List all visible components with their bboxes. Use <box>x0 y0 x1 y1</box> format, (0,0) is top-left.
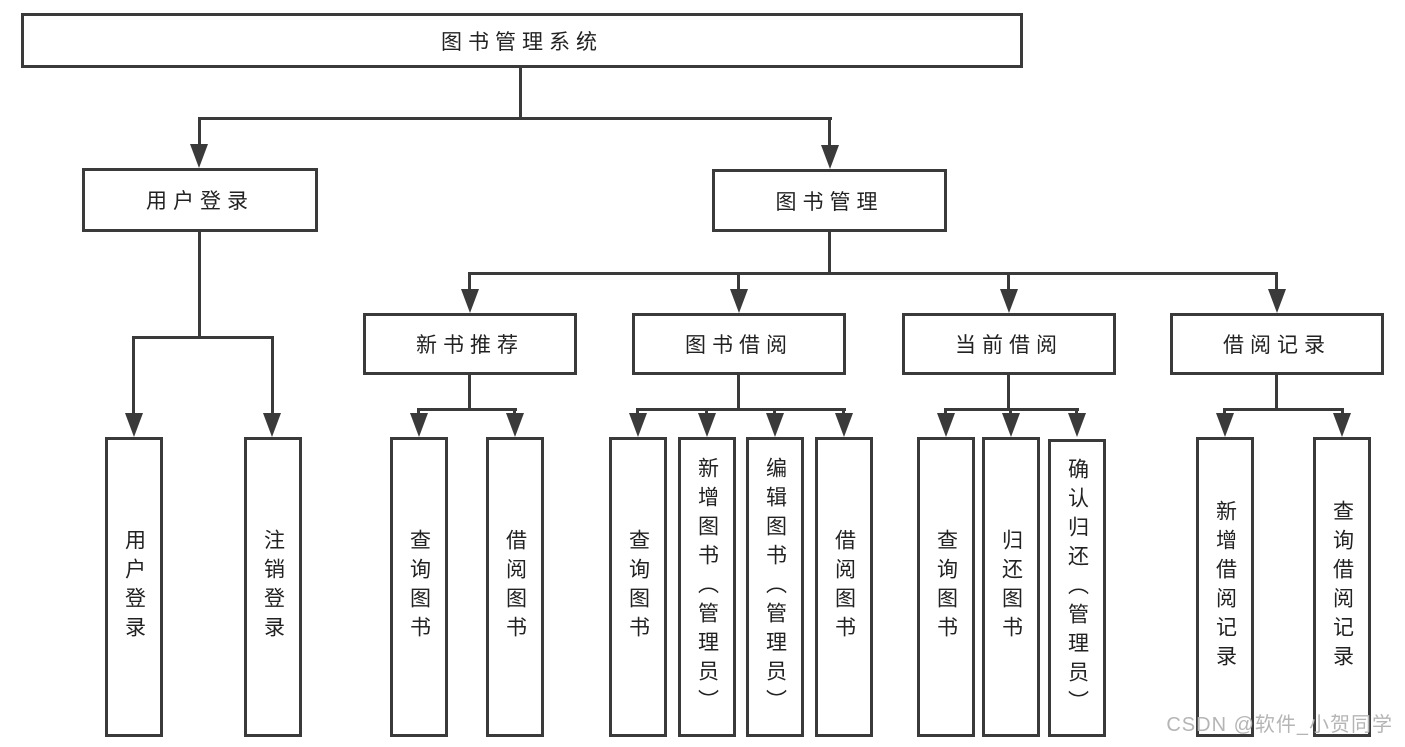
arrowhead <box>835 413 853 437</box>
connector-vline <box>737 375 740 411</box>
node-book-management: 图书管理 <box>712 169 947 232</box>
arrowhead <box>730 289 748 313</box>
leaf-recommend-query-books: 查询图书 <box>390 437 448 737</box>
arrowhead <box>1268 289 1286 313</box>
arrowhead <box>1068 413 1086 437</box>
arrowhead <box>263 413 281 437</box>
arrowhead <box>125 413 143 437</box>
connector-vline <box>468 375 471 411</box>
node-user-login: 用户登录 <box>82 168 318 232</box>
connector-vline <box>1275 272 1278 294</box>
connector-vline <box>828 232 831 274</box>
connector-vline <box>828 117 831 149</box>
connector-hline <box>132 336 274 339</box>
node-current-borrow: 当前借阅 <box>902 313 1116 375</box>
leaf-user-login: 用户登录 <box>105 437 163 737</box>
arrowhead <box>1002 413 1020 437</box>
connector-vline <box>271 336 274 416</box>
connector-vline <box>132 336 135 416</box>
connector-hline <box>636 408 846 411</box>
csdn-watermark: CSDN @软件_小贺同学 <box>1166 714 1393 736</box>
arrowhead <box>821 145 839 169</box>
connector-vline <box>198 117 201 149</box>
node-new-book-recommend: 新书推荐 <box>363 313 577 375</box>
connector-hline <box>1223 408 1344 411</box>
arrowhead <box>937 413 955 437</box>
connector-hline <box>468 272 1278 275</box>
connector-vline <box>1007 375 1010 411</box>
arrowhead <box>190 144 208 168</box>
connector-hline <box>417 408 517 411</box>
leaf-borrow-borrow-books: 借阅图书 <box>815 437 873 737</box>
leaf-record-add: 新增借阅记录 <box>1196 437 1254 737</box>
arrowhead <box>1000 289 1018 313</box>
leaf-record-query: 查询借阅记录 <box>1313 437 1371 737</box>
arrowhead <box>1333 413 1351 437</box>
arrowhead <box>698 413 716 437</box>
connector-vline <box>1275 375 1278 411</box>
arrowhead <box>461 289 479 313</box>
node-borrow-records: 借阅记录 <box>1170 313 1384 375</box>
leaf-recommend-borrow-books: 借阅图书 <box>486 437 544 737</box>
leaf-current-return-books: 归还图书 <box>982 437 1040 737</box>
arrowhead <box>629 413 647 437</box>
connector-vline <box>1007 272 1010 294</box>
leaf-borrow-add-books: 新增图书（管理员） <box>678 437 736 737</box>
node-root: 图书管理系统 <box>21 13 1023 68</box>
arrowhead <box>1216 413 1234 437</box>
arrowhead <box>506 413 524 437</box>
connector-vline <box>737 272 740 294</box>
leaf-borrow-query-books: 查询图书 <box>609 437 667 737</box>
arrowhead <box>410 413 428 437</box>
leaf-borrow-edit-books: 编辑图书（管理员） <box>746 437 804 737</box>
connector-hline <box>198 117 832 120</box>
arrowhead <box>766 413 784 437</box>
connector-vline <box>519 68 522 117</box>
connector-vline <box>468 272 471 294</box>
node-book-borrow: 图书借阅 <box>632 313 846 375</box>
connector-vline <box>198 232 201 336</box>
leaf-logout: 注销登录 <box>244 437 302 737</box>
leaf-current-query-books: 查询图书 <box>917 437 975 737</box>
leaf-current-confirm-return: 确认归还（管理员） <box>1048 439 1106 737</box>
